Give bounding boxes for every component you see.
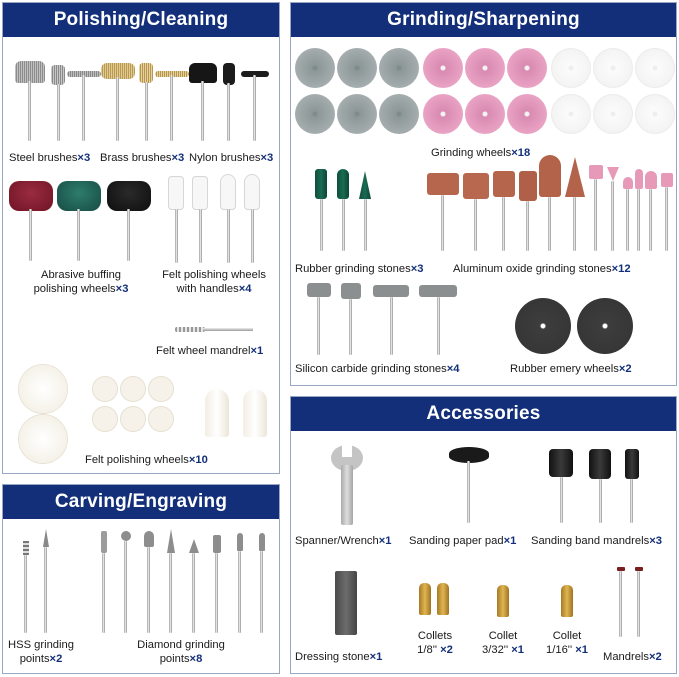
spanner-image <box>331 443 365 531</box>
silicon-stones-label: Silicon carbide grinding stones×4 <box>295 363 460 375</box>
band-mandrels-image <box>549 445 649 527</box>
carving-panel: Carving/Engraving HSS grinding points×2 … <box>2 484 280 674</box>
felt-handles-label: Felt polishing wheels with handles×4 <box>162 269 266 295</box>
hss-points-image <box>19 529 59 635</box>
grinding-header: Grinding/Sharpening <box>291 3 676 37</box>
steel-brushes-label: Steel brushes×3 <box>9 152 91 164</box>
dressing-stone-label: Dressing stone×1 <box>295 651 383 663</box>
aluminum-stones-image <box>427 155 675 253</box>
mandrels-image <box>617 565 647 639</box>
band-mandrels-label: Sanding band mandrels×3 <box>531 535 662 547</box>
accessories-header: Accessories <box>291 397 676 431</box>
felt-handles-image <box>163 175 273 267</box>
abrasive-buffing-label: Abrasive buffing polishing wheels×3 <box>33 269 129 295</box>
collet-116-image <box>561 585 573 617</box>
emery-wheels-image <box>515 298 649 354</box>
grinding-panel: Grinding/Sharpening Grinding wheels×18 R… <box>290 2 677 386</box>
felt-wheels-image <box>17 365 279 463</box>
hss-points-label: HSS grinding points×2 <box>8 639 74 665</box>
diamond-points-image <box>99 529 271 635</box>
rubber-stones-image <box>311 169 381 253</box>
accessories-panel: Accessories Spanner/Wrench×1 Sanding pap… <box>290 396 677 674</box>
nylon-brushes-label: Nylon brushes×3 <box>189 152 274 164</box>
grinding-wheels-image <box>293 48 675 138</box>
brass-brushes-label: Brass brushes×3 <box>100 152 185 164</box>
sanding-pad-label: Sanding paper pad×1 <box>409 535 517 547</box>
sanding-pad-image <box>449 445 489 527</box>
collets-image <box>417 583 457 619</box>
felt-wheels-label: Felt polishing wheels×10 <box>85 454 208 466</box>
emery-wheels-label: Rubber emery wheels×2 <box>510 363 632 375</box>
steel-brushes-image <box>11 59 103 145</box>
brass-brushes-image <box>99 59 191 145</box>
collet-116-label: Collet 1/16'' ×1 <box>546 630 588 656</box>
polishing-panel: Polishing/Cleaning Steel brushes×3 Brass… <box>2 2 280 474</box>
felt-mandrel-label: Felt wheel mandrel×1 <box>156 345 264 357</box>
aluminum-stones-label: Aluminum oxide grinding stones×12 <box>453 263 631 275</box>
felt-mandrel-image <box>175 325 255 335</box>
polishing-header: Polishing/Cleaning <box>3 3 279 37</box>
silicon-stones-image <box>307 283 467 357</box>
dressing-stone-image <box>335 571 357 635</box>
collets-label: Collets 1/8'' ×2 <box>417 630 453 656</box>
abrasive-buffing-image <box>7 181 157 265</box>
nylon-brushes-image <box>189 59 277 145</box>
collet-332-image <box>497 585 509 617</box>
diamond-points-label: Diamond grinding points×8 <box>137 639 225 665</box>
collet-332-label: Collet 3/32'' ×1 <box>482 630 524 656</box>
rubber-stones-label: Rubber grinding stones×3 <box>295 263 424 275</box>
spanner-label: Spanner/Wrench×1 <box>295 535 392 547</box>
grinding-wheels-label: Grinding wheels×18 <box>431 147 531 159</box>
carving-header: Carving/Engraving <box>3 485 279 519</box>
mandrels-label: Mandrels×2 <box>603 651 662 663</box>
